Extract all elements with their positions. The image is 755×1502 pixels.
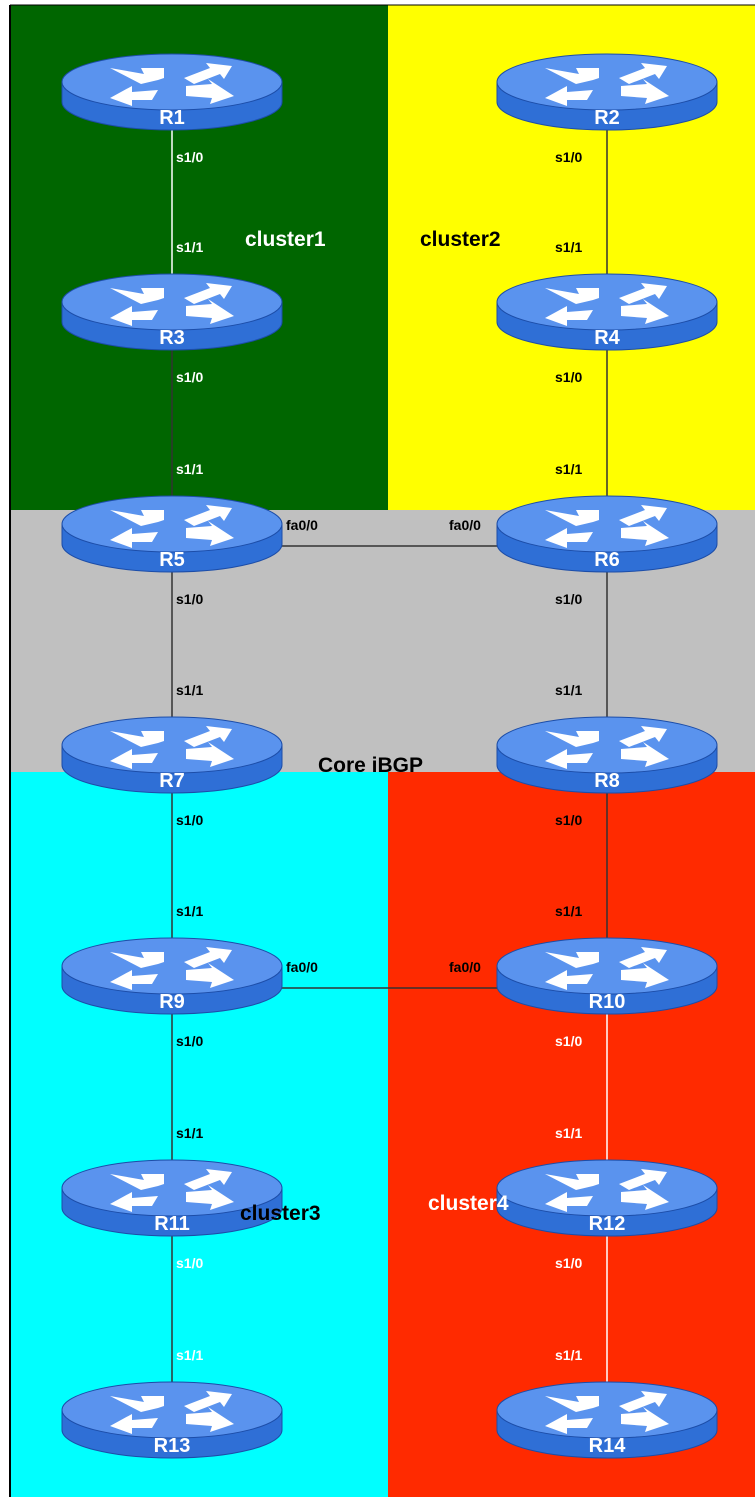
router-label: R3 <box>159 327 185 349</box>
router-r13[interactable]: R13 <box>61 1381 283 1459</box>
cluster1-label: cluster1 <box>245 228 326 251</box>
interface-label-r6: s1/0 <box>555 591 582 607</box>
interface-label-r14: s1/1 <box>555 1347 582 1363</box>
interface-labels-layer: s1/0 s1/1 s1/0 s1/1 s1/0 s1/1 s1/0 s1/1 fa0/0 fa0… <box>176 149 582 1363</box>
interface-label-r5: s1/1 <box>176 461 203 477</box>
router-r10[interactable]: R10 <box>496 937 718 1015</box>
interface-label-r12: s1/0 <box>555 1255 582 1271</box>
interface-label-r8: s1/0 <box>555 812 582 828</box>
links-layer <box>171 130 608 1382</box>
router-r6[interactable]: R6 <box>496 495 718 573</box>
interface-label-r5: fa0/0 <box>286 517 318 533</box>
interface-label-r2: s1/0 <box>555 149 582 165</box>
router-label: R2 <box>594 107 620 129</box>
router-label: R13 <box>154 1435 191 1457</box>
router-label: R9 <box>159 991 185 1013</box>
router-label: R10 <box>589 991 626 1013</box>
interface-label-r7: s1/1 <box>176 682 203 698</box>
interface-label-r9: fa0/0 <box>286 959 318 975</box>
cluster3-region <box>10 772 388 1497</box>
interface-label-r4: s1/1 <box>555 239 582 255</box>
interface-label-r11: s1/1 <box>176 1125 203 1141</box>
interface-label-r11: s1/0 <box>176 1255 203 1271</box>
router-label: R4 <box>594 327 620 349</box>
router-r14[interactable]: R14 <box>496 1381 718 1459</box>
interface-label-r8: s1/1 <box>555 682 582 698</box>
router-r1[interactable]: R1 <box>61 53 283 131</box>
interface-label-r9: s1/0 <box>176 1033 203 1049</box>
interface-label-r4: s1/0 <box>555 369 582 385</box>
router-label: R7 <box>159 770 185 792</box>
router-r5[interactable]: R5 <box>61 495 283 573</box>
router-label: R8 <box>594 770 620 792</box>
interface-label-r12: s1/1 <box>555 1125 582 1141</box>
router-r8[interactable]: R8 <box>496 716 718 794</box>
router-label: R12 <box>589 1213 626 1235</box>
core-ibgp-label: Core iBGP <box>318 754 423 777</box>
router-label: R14 <box>589 1435 627 1457</box>
router-r3[interactable]: R3 <box>61 273 283 351</box>
interface-label-r10: s1/1 <box>555 903 582 919</box>
interface-label-r13: s1/1 <box>176 1347 203 1363</box>
cluster3-label: cluster3 <box>240 1202 321 1225</box>
router-label: R11 <box>154 1213 190 1235</box>
cluster4-region <box>388 772 755 1497</box>
interface-label-r3: s1/0 <box>176 369 203 385</box>
interface-label-r10: s1/0 <box>555 1033 582 1049</box>
router-r4[interactable]: R4 <box>496 273 718 351</box>
interface-label-r10: fa0/0 <box>449 959 481 975</box>
router-r12[interactable]: R12 <box>496 1159 718 1237</box>
router-r11[interactable]: R11 <box>61 1159 283 1237</box>
interface-label-r9: s1/1 <box>176 903 203 919</box>
router-label: R6 <box>594 549 620 571</box>
interface-label-r3: s1/1 <box>176 239 203 255</box>
interface-label-r6: s1/1 <box>555 461 582 477</box>
interface-label-r5: s1/0 <box>176 591 203 607</box>
interface-label-r1: s1/0 <box>176 149 203 165</box>
router-r2[interactable]: R2 <box>496 53 718 131</box>
router-label: R1 <box>159 107 185 129</box>
cluster4-label: cluster4 <box>428 1192 509 1215</box>
router-r9[interactable]: R9 <box>61 937 283 1015</box>
cluster2-label: cluster2 <box>420 228 501 251</box>
interface-label-r6: fa0/0 <box>449 517 481 533</box>
router-r7[interactable]: R7 <box>61 716 283 794</box>
interface-label-r7: s1/0 <box>176 812 203 828</box>
router-label: R5 <box>159 549 185 571</box>
